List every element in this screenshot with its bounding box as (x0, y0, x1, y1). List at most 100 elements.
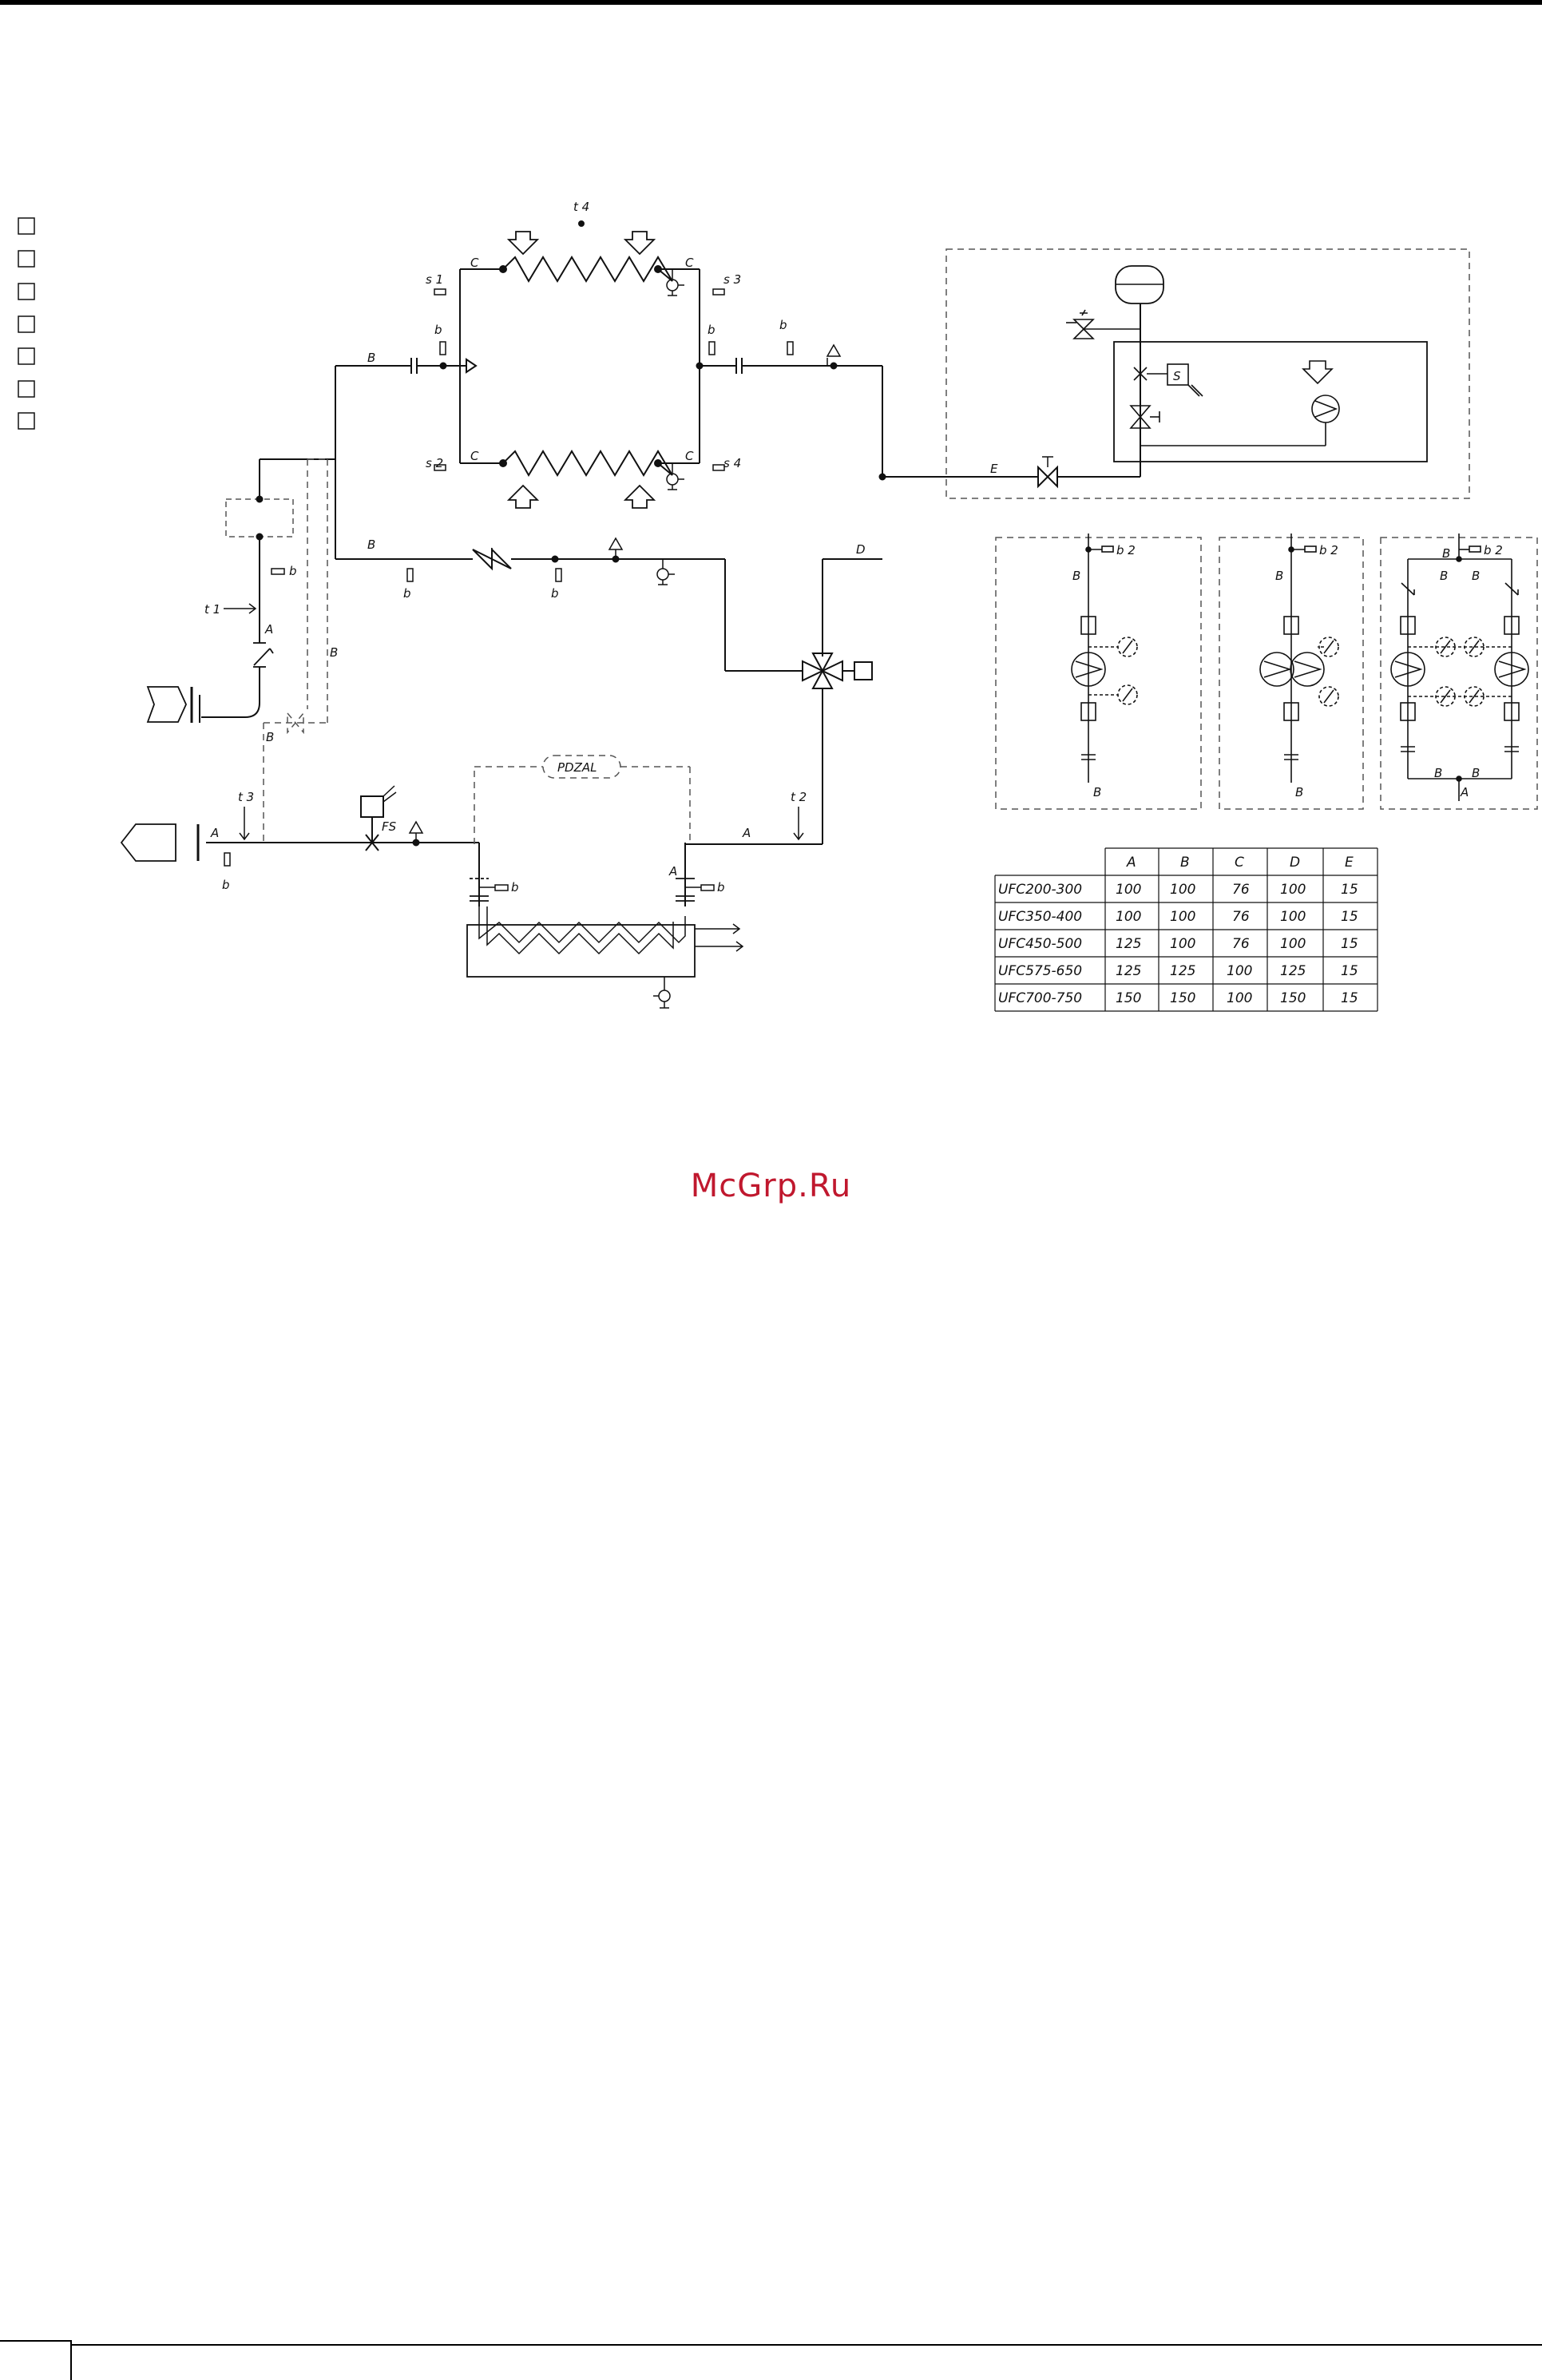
three-way-valve-icon (685, 559, 882, 844)
label-b: b (289, 564, 297, 578)
check-valve-icon (253, 643, 273, 667)
table-cell: 125 (1170, 963, 1195, 979)
liquid-line-B (335, 548, 803, 671)
table-cell: 100 (1116, 909, 1141, 925)
table-cell: 100 (1227, 990, 1252, 1006)
label-B: B (367, 537, 375, 552)
table-cell: 125 (1280, 963, 1306, 979)
label-B: B (1295, 785, 1303, 799)
pipe-size-table: A B C D E UFC200-300 100 100 76 100 15 U… (995, 848, 1377, 1011)
table-cell: 150 (1116, 990, 1141, 1006)
pump-skid-box (1114, 342, 1427, 462)
table-cell: 150 (1170, 990, 1195, 1006)
table-cell: 100 (1170, 936, 1195, 952)
table-header: E (1345, 855, 1354, 871)
label-t2: t 2 (791, 790, 807, 804)
label-E: E (990, 462, 998, 476)
table-cell: UFC450-500 (998, 936, 1082, 952)
label-B: B (266, 730, 274, 744)
vent-valve-icon (667, 269, 684, 490)
label-s2: s 2 (426, 456, 443, 470)
label-b: b (779, 318, 787, 332)
table-header: D (1290, 855, 1300, 871)
pump-variant-single (996, 537, 1201, 809)
table-cell: 100 (1170, 882, 1195, 898)
label-B: B (1072, 569, 1080, 583)
table-cell: 100 (1170, 909, 1195, 925)
label-s3: s 3 (723, 272, 741, 287)
label-C: C (685, 449, 694, 463)
condenser-coil-top (460, 257, 700, 281)
label-D: D (856, 542, 866, 557)
label-A: A (264, 622, 273, 637)
table-cell: 15 (1341, 909, 1358, 925)
pump-variant-parallel-pipes (1391, 534, 1528, 801)
table-header: A (1126, 855, 1136, 871)
component-dashed-box (226, 499, 293, 537)
table-cell: 100 (1280, 936, 1306, 952)
t2-sensor-arrow (794, 807, 803, 839)
label-t3: t 3 (238, 790, 254, 804)
table-cell: UFC350-400 (998, 909, 1082, 925)
table-cell: 76 (1232, 909, 1250, 925)
label-B: B (1442, 546, 1450, 561)
inlet-arrow-icon (148, 687, 186, 722)
label-A: A (210, 826, 219, 840)
label-B: B (1440, 569, 1448, 583)
label-C: C (470, 449, 479, 463)
label-B: B (1093, 785, 1101, 799)
label-b: b (551, 586, 559, 601)
label-b2: b 2 (1484, 543, 1503, 557)
b-sensor-icon (407, 569, 561, 581)
discharge-line-B (335, 358, 882, 559)
water-line-E (882, 303, 1140, 486)
label-B: B (367, 351, 375, 365)
label-S: S (1173, 369, 1181, 383)
label-B: B (1472, 766, 1480, 780)
relief-triangle-icon (410, 822, 422, 843)
t3-sensor-arrow (240, 807, 249, 839)
b-sensor-icon (495, 885, 714, 891)
table-cell: 15 (1341, 990, 1358, 1006)
junction-dot (257, 497, 263, 502)
label-B: B (1434, 766, 1442, 780)
label-b2: b 2 (1116, 543, 1136, 557)
table-cell: UFC200-300 (998, 882, 1082, 898)
page-number-box (0, 2340, 72, 2380)
safety-valve-icon (1066, 310, 1140, 339)
t1-sensor-arrow (224, 604, 256, 613)
label-B: B (1275, 569, 1283, 583)
table-cell: 100 (1227, 963, 1252, 979)
pump-variant-twin-pipes (1260, 534, 1338, 783)
bottom-rule (72, 2344, 1542, 2346)
evaporator-heat-exchanger (467, 906, 743, 1008)
b-sensor-icon (272, 569, 284, 574)
label-b: b (403, 586, 411, 601)
condenser-coil-bottom (460, 451, 700, 475)
relief-triangle-icon (609, 538, 622, 559)
table-cell: 125 (1116, 936, 1141, 952)
table-cell: 76 (1232, 936, 1250, 952)
legend-checkboxes (18, 218, 34, 429)
evaporator-flanges (470, 879, 695, 901)
label-t4: t 4 (573, 200, 589, 214)
label-s1: s 1 (426, 272, 443, 287)
t4-sensor-dot (579, 221, 584, 226)
pump-variant-single-pipes (1072, 534, 1137, 783)
table-cell: 15 (1341, 963, 1358, 979)
table-header: C (1235, 855, 1244, 871)
label-C: C (685, 256, 694, 270)
bypass-dashed-line (264, 459, 327, 843)
sensor-icon (434, 289, 724, 470)
label-A: A (1460, 785, 1469, 799)
b-sensor-icon (224, 853, 230, 866)
table-cell: 76 (1232, 882, 1250, 898)
table-cell: 15 (1341, 882, 1358, 898)
label-b: b (434, 323, 442, 337)
label-pdzal: PDZAL (557, 760, 597, 775)
flow-switch-icon (1131, 364, 1203, 428)
label-b: b (708, 323, 716, 337)
table-cell: 100 (1280, 909, 1306, 925)
pump-icon (1140, 361, 1339, 446)
label-C: C (470, 256, 479, 270)
